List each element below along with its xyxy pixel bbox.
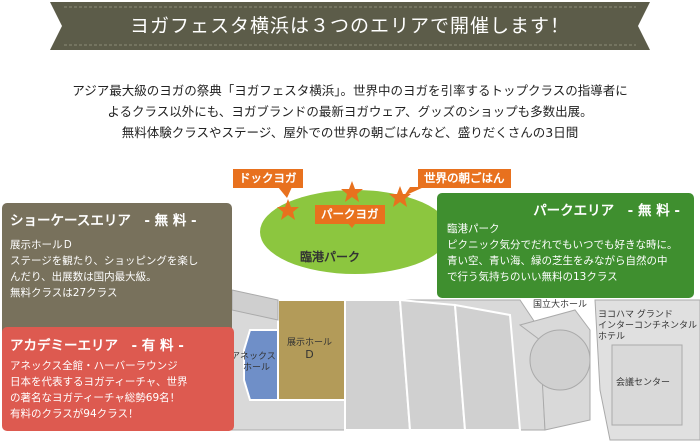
academy-line: の著名なヨガティーチャ総勢69名！ bbox=[10, 392, 181, 404]
intercontinental-label: ヨコハマ グランド インターコンチネンタル ホテル bbox=[598, 310, 698, 342]
showcase-line: 無料クラスは27クラス bbox=[10, 287, 118, 299]
tag-world-breakfast: 世界の朝ごはん bbox=[418, 169, 511, 188]
park-ellipse bbox=[260, 190, 450, 274]
banner-title: ヨガフェスタ横浜は３つのエリアで開催します！ bbox=[129, 15, 570, 37]
annex-hall-area bbox=[243, 329, 279, 401]
tag-park-yoga: パークヨガ bbox=[315, 205, 385, 224]
academy-area-box: アカデミーエリア - 有 料 - アネックス全館・ハーバーラウンジ 日本を代表す… bbox=[2, 327, 234, 431]
star-marker bbox=[389, 186, 411, 207]
annex-label: アネックス ホール bbox=[231, 352, 276, 373]
academy-title: アカデミーエリア - 有 料 - bbox=[10, 338, 184, 354]
intro-line: アジア最大級のヨガの祭典「ヨガフェスタ横浜」。世界中のヨガを引率するトップクラス… bbox=[72, 83, 628, 98]
showcase-line: んだり、出展数は国内最大級。 bbox=[10, 271, 157, 283]
park-area-box: パークエリア - 無 料 - 臨港パーク ピクニック気分でだれでもいつでも好きな… bbox=[437, 193, 694, 298]
academy-line: 日本を代表するヨガティーチャ、世界 bbox=[10, 376, 188, 388]
park-title: パークエリア - 無 料 - bbox=[533, 203, 680, 219]
park-line: ピクニック気分でだれでもいつでも好きな時に。 bbox=[447, 239, 678, 251]
park-line: 青い空、青い海、緑の芝生をみながら自然の中 bbox=[447, 255, 668, 267]
banner-shape bbox=[50, 2, 650, 50]
hall-d-label: 展示ホール D bbox=[287, 338, 333, 361]
star-marker bbox=[277, 199, 299, 220]
tag-dock-yoga: ドックヨガ bbox=[233, 169, 303, 188]
hall-d-area bbox=[277, 299, 346, 401]
showcase-line: ステージを観たり、ショッピングを楽し bbox=[10, 255, 199, 267]
intro-text: アジア最大級のヨガの祭典「ヨガフェスタ横浜」。世界中のヨガを引率するトップクラス… bbox=[0, 80, 700, 143]
park-map-label: 臨港パーク bbox=[300, 250, 361, 264]
academy-line: 有料のクラスが94クラス！ bbox=[10, 408, 139, 420]
academy-line: アネックス全館・ハーバーラウンジ bbox=[10, 360, 178, 372]
kokuritsu-hall-label: 国立大ホール bbox=[533, 300, 588, 310]
intro-line: 無料体験クラスやステージ、屋外での世界の朝ごはんなど、盛りだくさんの3日間 bbox=[121, 125, 579, 140]
star-marker bbox=[341, 181, 363, 202]
conference-center-label: 会議センター bbox=[616, 378, 671, 388]
park-line: で行う気持ちのいい無料の13クラス bbox=[447, 271, 618, 283]
showcase-line: 展示ホールＤ bbox=[10, 239, 73, 251]
intro-line: よるクラス以外にも、ヨガブランドの最新ヨガウェア、グッズのショップも多数出展。 bbox=[107, 104, 593, 119]
showcase-title: ショーケースエリア - 無 料 - bbox=[10, 213, 197, 229]
park-line: 臨港パーク bbox=[447, 223, 500, 235]
showcase-area-box: ショーケースエリア - 無 料 - 展示ホールＤ ステージを観たり、ショッピング… bbox=[2, 203, 232, 338]
header-banner: ヨガフェスタ横浜は３つのエリアで開催します！ bbox=[50, 2, 650, 50]
